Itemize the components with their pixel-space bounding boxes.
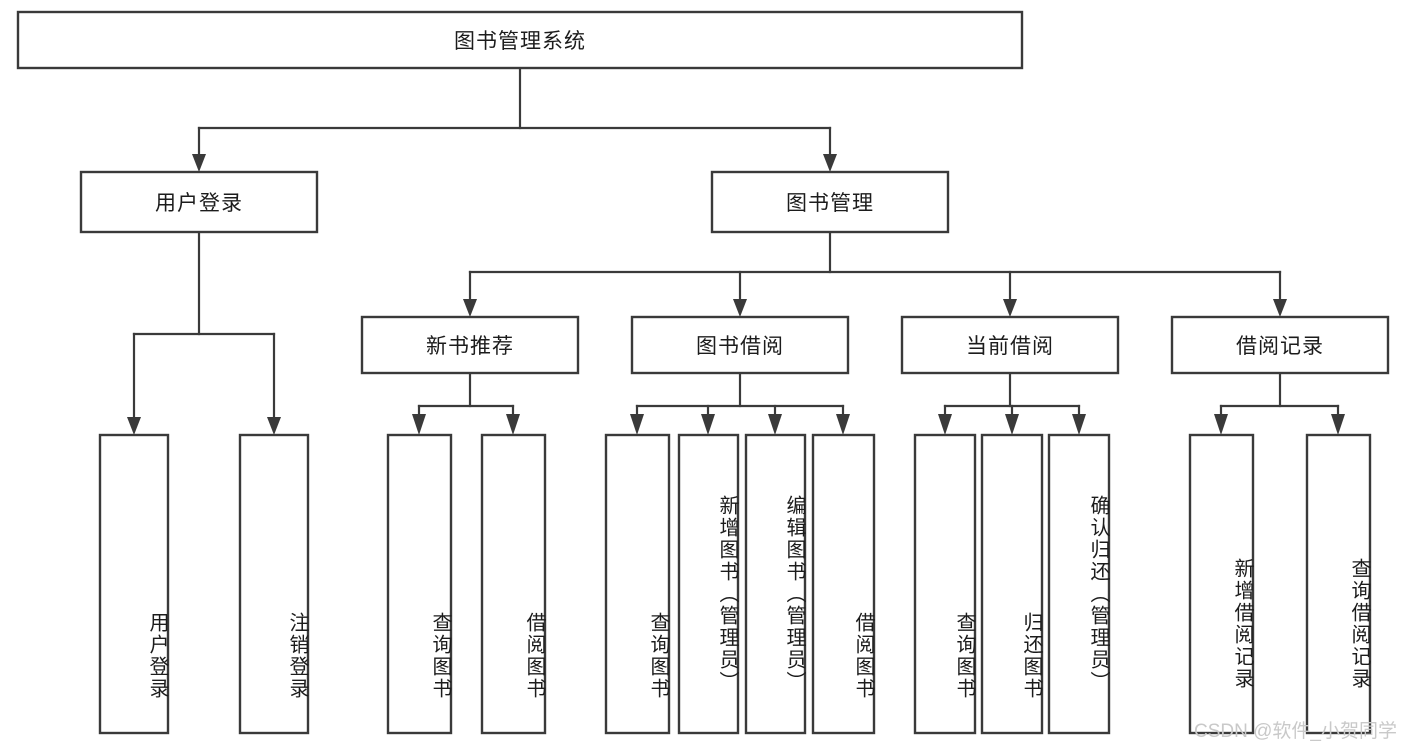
leaf-box-add-record[interactable] <box>1188 433 1255 735</box>
arrowhead-borrow-record <box>1273 299 1287 317</box>
arrowhead-leaf-confirm-return <box>1072 414 1086 435</box>
leaf-box-confirm-return[interactable] <box>1047 433 1111 735</box>
node-box-root[interactable] <box>16 10 1024 70</box>
arrowhead-leaf-query-book-2 <box>630 414 644 435</box>
arrowhead-leaf-edit-book <box>768 414 782 435</box>
leaf-box-borrow-book-1[interactable] <box>480 433 547 735</box>
arrowhead-leaf-borrow-book-2 <box>836 414 850 435</box>
arrowhead-leaf-add-book <box>701 414 715 435</box>
arrowhead-leaf-query-record <box>1331 414 1345 435</box>
arrowhead-current-borrow <box>1003 299 1017 317</box>
arrowhead-leaf-logout <box>267 417 281 435</box>
arrowhead-leaf-query-book-3 <box>938 414 952 435</box>
leaf-box-query-book-3[interactable] <box>913 433 977 735</box>
leaf-box-query-book-2[interactable] <box>604 433 671 735</box>
leaf-box-logout[interactable] <box>238 433 310 735</box>
leaf-box-add-book[interactable] <box>677 433 740 735</box>
arrowhead-leaf-query-book-1 <box>412 414 426 435</box>
arrowhead-book-manage <box>823 154 837 172</box>
node-box-borrow-record[interactable] <box>1170 315 1390 375</box>
arrowhead-book-borrow <box>733 299 747 317</box>
node-box-current-borrow[interactable] <box>900 315 1120 375</box>
arrowhead-leaf-borrow-book-1 <box>506 414 520 435</box>
connector-layer <box>127 66 1345 435</box>
arrowhead-user-login <box>192 154 206 172</box>
node-layer <box>16 10 1390 735</box>
arrowhead-leaf-return-book <box>1005 414 1019 435</box>
leaf-box-borrow-book-2[interactable] <box>811 433 876 735</box>
leaf-box-user-login[interactable] <box>98 433 170 735</box>
node-box-new-book-rec[interactable] <box>360 315 580 375</box>
node-box-book-manage[interactable] <box>710 170 950 234</box>
arrowhead-leaf-user-login <box>127 417 141 435</box>
node-box-user-login[interactable] <box>79 170 319 234</box>
arrowhead-leaf-add-record <box>1214 414 1228 435</box>
leaf-box-return-book[interactable] <box>980 433 1044 735</box>
leaf-box-query-book-1[interactable] <box>386 433 453 735</box>
leaf-box-query-record[interactable] <box>1305 433 1372 735</box>
leaf-box-edit-book[interactable] <box>744 433 807 735</box>
node-box-book-borrow[interactable] <box>630 315 850 375</box>
arrowhead-new-book-rec <box>463 299 477 317</box>
